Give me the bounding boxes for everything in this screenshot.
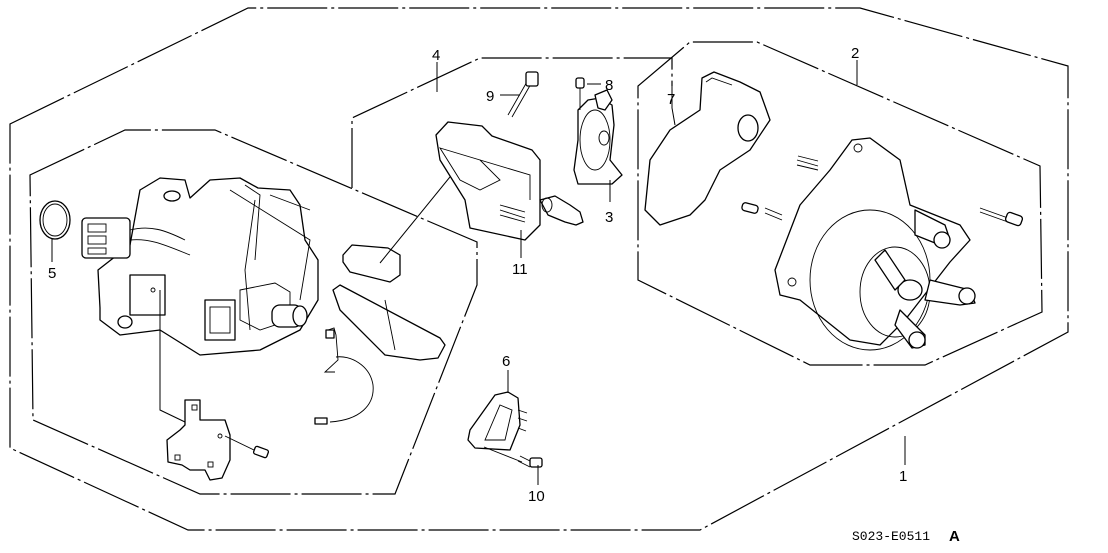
distributor-housing-part bbox=[81, 177, 319, 356]
coil-bolt-part bbox=[507, 71, 539, 118]
seal-part bbox=[644, 71, 771, 226]
diagram-reference-code: S023-E0511 bbox=[852, 529, 930, 544]
callout-11: 11 bbox=[512, 261, 528, 278]
callout-3: 3 bbox=[605, 209, 613, 226]
callout-2: 2 bbox=[851, 45, 859, 62]
housing-boundary bbox=[29, 129, 478, 495]
callout-1: 1 bbox=[899, 468, 907, 485]
callout-6: 6 bbox=[502, 353, 510, 370]
callout-8: 8 bbox=[605, 77, 613, 94]
bracket-screw-part bbox=[224, 435, 270, 459]
module-screw-part bbox=[483, 446, 543, 468]
callout-10: 10 bbox=[528, 488, 545, 505]
rotor-screw-part bbox=[575, 77, 585, 110]
distributor-cap-part bbox=[774, 137, 976, 351]
callout-5: 5 bbox=[48, 265, 56, 282]
o-ring-part bbox=[39, 200, 71, 240]
carbon-pin-part bbox=[741, 202, 783, 221]
group-boundary-4 bbox=[351, 57, 673, 188]
ignition-module-part bbox=[467, 391, 528, 451]
assembly-boundary-1 bbox=[9, 7, 1069, 531]
callout-7: 7 bbox=[667, 91, 675, 108]
pickup-plate-part bbox=[332, 244, 446, 361]
bracket-part bbox=[166, 399, 231, 481]
callout-4: 4 bbox=[432, 47, 440, 64]
leader-7 bbox=[671, 86, 676, 126]
bracket-leader bbox=[159, 290, 186, 423]
diagram-reference-suffix: A bbox=[949, 528, 960, 545]
callout-9: 9 bbox=[486, 88, 494, 105]
cap-boundary-2 bbox=[637, 41, 1043, 366]
rotor-part bbox=[573, 89, 623, 185]
ignition-coil-part bbox=[435, 121, 584, 241]
spring-part bbox=[796, 155, 819, 171]
cap-screw-part bbox=[979, 207, 1024, 227]
sensor-wire-part bbox=[314, 327, 374, 425]
